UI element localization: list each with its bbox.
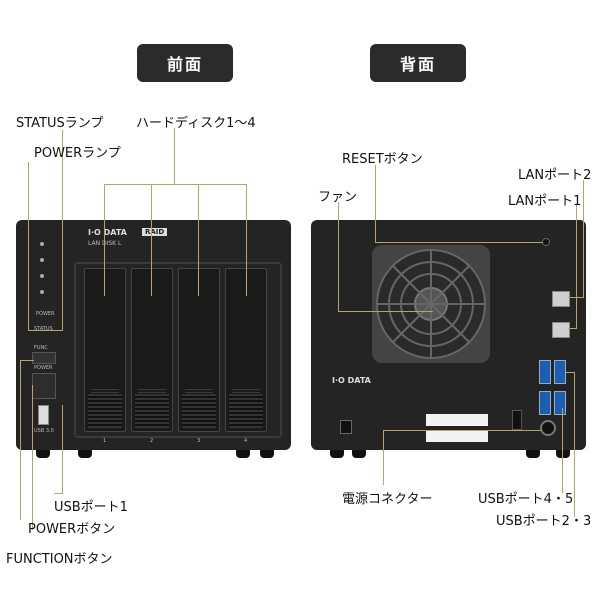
callout-line — [583, 180, 584, 297]
rear-switch — [512, 410, 522, 430]
led — [40, 242, 44, 246]
bay-number: 4 — [244, 438, 248, 444]
kensington-slot — [340, 420, 352, 434]
back-header: 背面 — [370, 44, 466, 82]
bay-grip — [229, 394, 263, 428]
callout-line — [104, 184, 105, 296]
power-button-label: POWERボタン — [28, 522, 116, 537]
usb-port23-label: USBポート2・3 — [496, 514, 592, 529]
mac-label-2 — [426, 430, 488, 442]
callout-line — [151, 184, 152, 296]
hdd-bay-3[interactable] — [178, 268, 220, 432]
front-header: 前面 — [137, 44, 233, 82]
func-label: FUNC — [34, 345, 48, 351]
callout-line — [32, 385, 33, 530]
callout-line — [338, 202, 339, 312]
callout-line — [20, 360, 34, 361]
back-brand-logo: I·O DATA — [332, 376, 371, 385]
power-lamp-label: POWERランプ — [34, 146, 121, 161]
front-foot — [236, 450, 250, 458]
function-button[interactable] — [32, 352, 56, 364]
callout-line — [104, 184, 247, 185]
front-foot — [260, 450, 274, 458]
usb-port-5[interactable] — [554, 391, 566, 415]
hdd-label: ハードディスク1～4 — [136, 116, 256, 131]
usb-port1-label: USBポート1 — [54, 500, 128, 515]
callout-line — [566, 372, 575, 373]
front-foot — [36, 450, 50, 458]
hdd-bay-1[interactable] — [84, 268, 126, 432]
callout-line — [54, 493, 63, 494]
hdd-bay-4[interactable] — [225, 268, 267, 432]
front-frame — [74, 262, 282, 438]
back-foot — [330, 450, 344, 458]
mac-label-1 — [426, 414, 488, 426]
power-connector[interactable] — [540, 420, 556, 436]
status-led-label: STATUS — [34, 326, 53, 332]
usb-port-3[interactable] — [554, 360, 566, 384]
lan-port-2[interactable] — [552, 291, 570, 307]
usb-port-2[interactable] — [539, 360, 551, 384]
callout-line — [62, 130, 63, 330]
lan-port2-label: LANポート2 — [518, 168, 592, 183]
usb-port45-label: USBポート4・5 — [478, 492, 574, 507]
hdd-bay-2[interactable] — [131, 268, 173, 432]
back-foot — [526, 450, 540, 458]
bay-grip — [182, 394, 216, 428]
status-lamp-label: STATUSランプ — [16, 116, 104, 131]
bay-number: 2 — [150, 438, 154, 444]
bay-grip — [135, 394, 169, 428]
led — [40, 258, 44, 262]
callout-line — [174, 128, 175, 185]
function-button-label: FUNCTIONボタン — [6, 552, 113, 567]
usb-label: USB 3.0 — [34, 428, 54, 434]
fan-grille — [376, 249, 486, 359]
callout-line — [28, 330, 63, 331]
power-btn-label: POWER — [34, 365, 53, 371]
power-connector-label: 電源コネクター — [342, 492, 433, 507]
power-button[interactable] — [32, 373, 56, 399]
usb-port-4[interactable] — [539, 391, 551, 415]
back-foot — [556, 450, 570, 458]
brand-logo: I·O DATA — [88, 228, 127, 237]
callout-line — [62, 405, 63, 493]
bay-number: 3 — [197, 438, 201, 444]
lan-port-1[interactable] — [552, 322, 570, 338]
callout-line — [574, 372, 575, 517]
callout-line — [383, 430, 384, 485]
callout-line — [375, 242, 543, 243]
callout-line — [338, 311, 433, 312]
bay-grip — [88, 394, 122, 428]
front-foot — [78, 450, 92, 458]
power-led-label: POWER — [36, 311, 55, 317]
reset-button[interactable] — [542, 238, 550, 246]
fan-label: ファン — [318, 190, 358, 205]
callout-line — [198, 184, 199, 296]
callout-line — [562, 408, 563, 493]
callout-line — [20, 360, 21, 520]
callout-line — [375, 165, 376, 243]
callout-line — [576, 205, 577, 329]
led — [40, 290, 44, 294]
lan-port1-label: LANポート1 — [508, 194, 582, 209]
bay-number: 1 — [103, 438, 107, 444]
led — [40, 274, 44, 278]
callout-line — [246, 184, 247, 296]
back-foot — [352, 450, 366, 458]
raid-badge: RAID — [142, 228, 168, 236]
usb-port-1[interactable] — [38, 405, 49, 425]
callout-line — [28, 162, 29, 330]
callout-line — [568, 328, 577, 329]
callout-line — [383, 430, 541, 431]
reset-button-label: RESETボタン — [342, 152, 423, 167]
